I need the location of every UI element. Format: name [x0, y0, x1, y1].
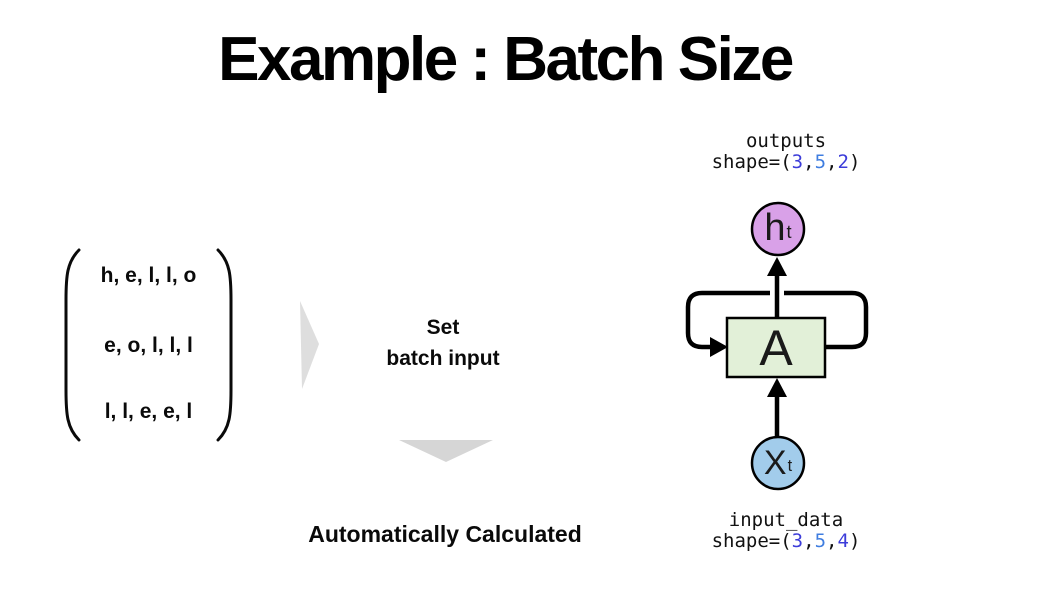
shape-dim-feat: 4 [837, 530, 849, 552]
flow-chevron-icon [300, 301, 319, 389]
outputs-annotation: outputs shape=(3,5,2) [686, 131, 886, 173]
input-node-subscript: t [787, 457, 793, 476]
process-label-line1: Set [426, 316, 460, 339]
matrix-row: e, o, l, l, l [104, 334, 193, 357]
shape-comma: , [826, 151, 838, 173]
input-circle [750, 435, 806, 491]
shape-suffix: ) [848, 530, 861, 552]
shape-comma: , [803, 530, 815, 552]
outputs-label: outputs [745, 130, 827, 152]
shape-suffix: ) [848, 151, 861, 173]
input-annotation: input_data shape=(3,5,4) [686, 510, 886, 552]
recurrent-loop-right [784, 290, 869, 350]
matrix-row: h, e, l, l, o [100, 264, 197, 287]
process-label: Set batch input [343, 312, 543, 374]
matrix-row: l, l, e, e, l [104, 400, 193, 423]
recurrent-arrowhead-icon [710, 337, 728, 357]
output-arrowhead-icon [767, 257, 787, 276]
auto-calculated-label: Automatically Calculated [308, 521, 582, 547]
shape-prefix: shape=( [711, 530, 792, 552]
recurrent-loop-left [685, 290, 770, 350]
input-arrowhead-icon [767, 378, 787, 397]
matrix-left-bracket [64, 248, 81, 442]
hidden-state-subscript: t [786, 221, 792, 242]
shape-dim-batch: 3 [791, 151, 804, 173]
cell-box [725, 316, 827, 379]
shape-dim-seq: 5 [814, 151, 827, 173]
input-node-letter: X [763, 443, 787, 482]
hidden-state-circle [750, 201, 806, 257]
input-label: input_data [728, 509, 844, 531]
cell-label: A [759, 319, 793, 376]
matrix-right-bracket [216, 248, 233, 442]
shape-dim-batch: 3 [791, 530, 804, 552]
input-shape: shape=(3,5,4) [686, 531, 886, 552]
process-label-line2: batch input [386, 347, 500, 370]
shape-comma: , [803, 151, 815, 173]
slide-title: Example : Batch Size [218, 25, 794, 94]
shape-comma: , [826, 530, 838, 552]
outputs-shape: shape=(3,5,2) [686, 152, 886, 173]
flow-down-triangle-icon [399, 440, 493, 462]
hidden-state-letter: h [764, 206, 786, 249]
shape-dim-seq: 5 [814, 530, 827, 552]
shape-dim-feat: 2 [837, 151, 849, 173]
shape-prefix: shape=( [711, 151, 792, 173]
